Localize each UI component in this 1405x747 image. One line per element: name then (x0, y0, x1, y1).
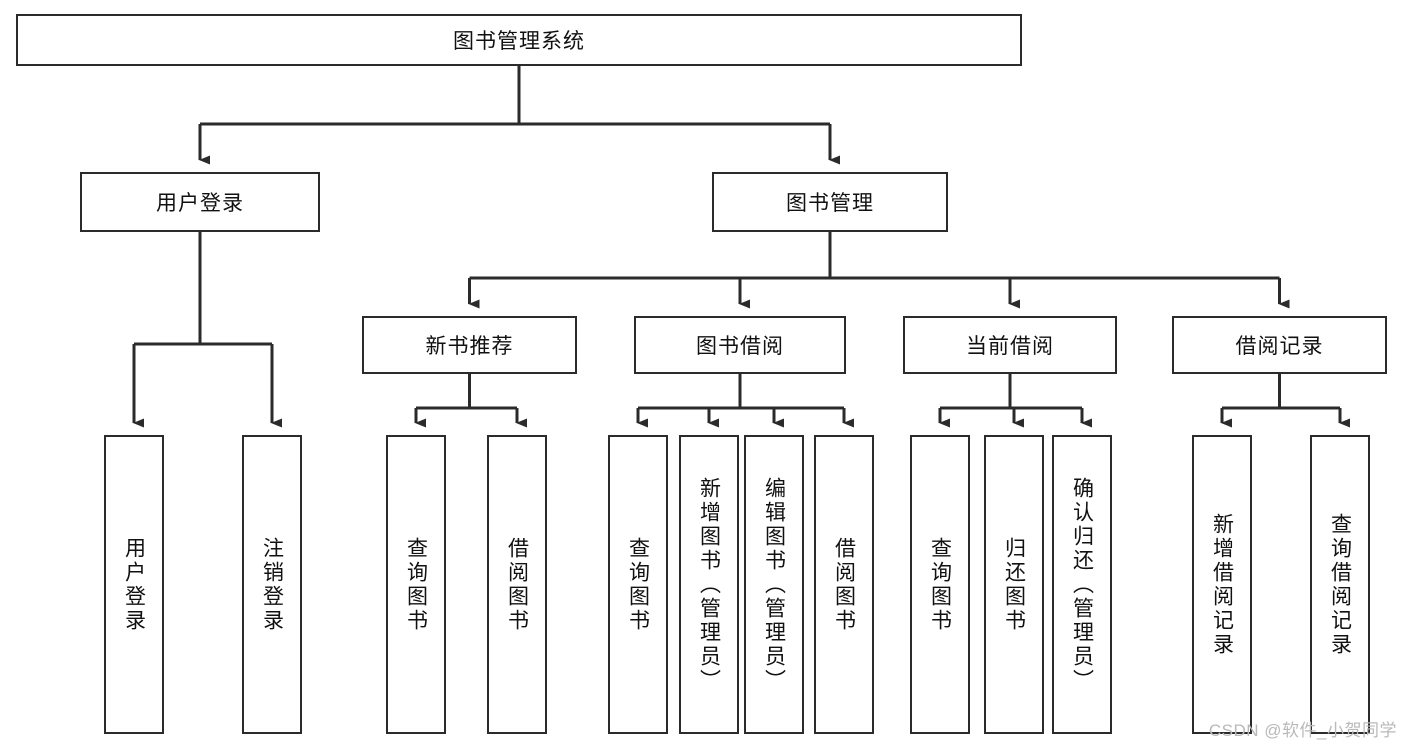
node-leaf-logout[interactable]: 注销登录 (242, 435, 302, 734)
node-leaf-query-borrow-record[interactable]: 查询借阅记录 (1310, 435, 1370, 734)
node-leaf-query-book-rec-label: 查询图书 (404, 536, 428, 633)
node-leaf-add-book-admin-label: 新增图书（管理员） (697, 476, 721, 693)
node-book-borrow[interactable]: 图书借阅 (634, 316, 846, 374)
node-leaf-query-book-current-label: 查询图书 (928, 536, 952, 633)
node-book-borrow-label: 图书借阅 (696, 335, 784, 358)
node-leaf-add-book-admin[interactable]: 新增图书（管理员） (679, 435, 739, 734)
node-leaf-borrow-book-rec-label: 借阅图书 (505, 536, 529, 633)
node-borrow-record-label: 借阅记录 (1235, 335, 1324, 358)
node-new-book-recommend[interactable]: 新书推荐 (362, 316, 577, 374)
node-root-label: 图书管理系统 (453, 30, 585, 53)
node-user-login-label: 用户登录 (156, 192, 244, 215)
node-book-manage[interactable]: 图书管理 (712, 172, 948, 232)
node-leaf-borrow-book-rec[interactable]: 借阅图书 (487, 435, 547, 734)
node-leaf-add-borrow-record-label: 新增借阅记录 (1210, 512, 1234, 657)
node-leaf-edit-book-admin[interactable]: 编辑图书（管理员） (744, 435, 804, 734)
node-leaf-edit-book-admin-label: 编辑图书（管理员） (762, 476, 786, 693)
node-leaf-confirm-return-admin[interactable]: 确认归还（管理员） (1052, 435, 1112, 734)
node-borrow-record[interactable]: 借阅记录 (1172, 316, 1387, 374)
node-leaf-borrow-book-label: 借阅图书 (832, 536, 856, 633)
node-leaf-borrow-book[interactable]: 借阅图书 (814, 435, 874, 734)
node-leaf-query-book-rec[interactable]: 查询图书 (386, 435, 446, 734)
node-root[interactable]: 图书管理系统 (16, 14, 1022, 66)
node-leaf-add-borrow-record[interactable]: 新增借阅记录 (1192, 435, 1252, 734)
node-leaf-user-login[interactable]: 用户登录 (104, 435, 164, 734)
node-leaf-query-book-borrow[interactable]: 查询图书 (608, 435, 668, 734)
node-leaf-logout-label: 注销登录 (260, 536, 284, 633)
node-leaf-query-borrow-record-label: 查询借阅记录 (1328, 512, 1352, 657)
node-book-manage-label: 图书管理 (786, 192, 874, 215)
node-current-borrow-label: 当前借阅 (966, 335, 1054, 358)
node-leaf-query-book-borrow-label: 查询图书 (626, 536, 650, 633)
node-current-borrow[interactable]: 当前借阅 (903, 316, 1117, 374)
node-leaf-query-book-current[interactable]: 查询图书 (910, 435, 970, 734)
csdn-watermark: CSDN @软件_小贺同学 (1208, 721, 1397, 740)
node-leaf-confirm-return-admin-label: 确认归还（管理员） (1070, 476, 1094, 693)
node-new-book-recommend-label: 新书推荐 (425, 335, 514, 358)
node-leaf-return-book[interactable]: 归还图书 (984, 435, 1044, 734)
node-leaf-user-login-label: 用户登录 (122, 536, 146, 633)
node-user-login[interactable]: 用户登录 (80, 172, 320, 232)
node-leaf-return-book-label: 归还图书 (1002, 536, 1026, 633)
